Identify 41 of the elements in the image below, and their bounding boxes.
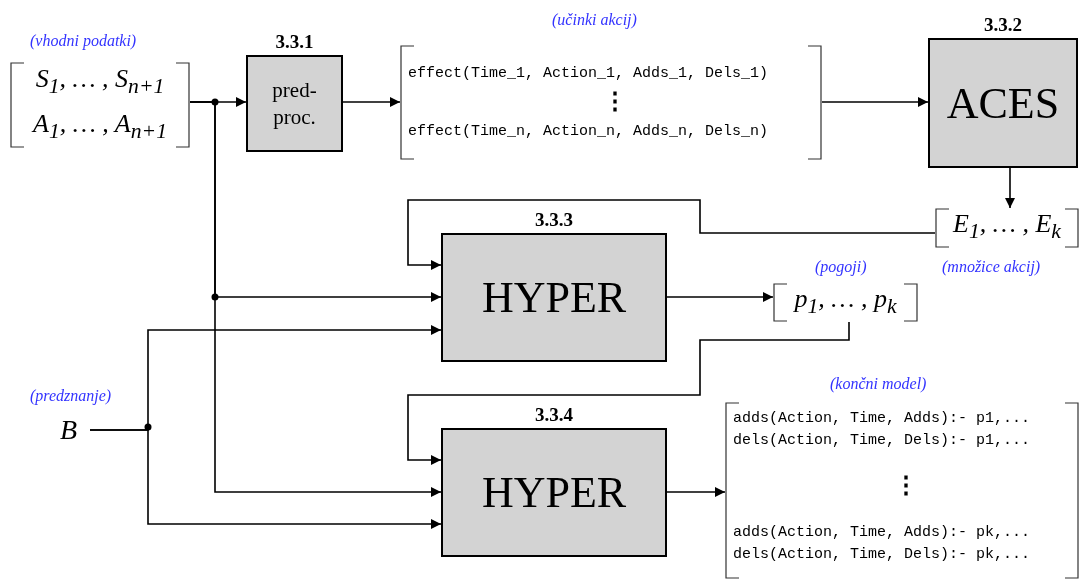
- annotation-label: (končni model): [830, 375, 927, 393]
- code-line: dels(Action, Time, Dels):- p1,...: [733, 431, 1031, 451]
- ellipsis-dots: ⋮: [894, 472, 918, 502]
- math-expression: E$_{1}$, … , E$_{k}$: [953, 208, 1061, 246]
- arrow: [666, 487, 726, 497]
- math-expression: S$_{1}$, … , S$_{n+1}$: [35, 62, 165, 100]
- code-line: adds(Action, Time, Adds):- pk,...: [733, 523, 1031, 543]
- variable-label: B: [60, 414, 90, 446]
- code-line: adds(Action, Time, Adds):- p1,...: [733, 409, 1031, 429]
- math-expression: A$_{1}$, … , A$_{n+1}$: [33, 108, 167, 146]
- bracket-list: [10, 62, 190, 148]
- section-number: 3.3.4: [534, 404, 574, 426]
- box-label: ACES: [946, 77, 1060, 129]
- box-label: pred- proc.: [271, 77, 318, 130]
- box-label: HYPER: [481, 272, 627, 323]
- section-number: 3.3.3: [534, 209, 574, 231]
- bracket-list: [935, 208, 1079, 248]
- annotation-label: (množice akcij): [942, 258, 1041, 276]
- code-line: dels(Action, Time, Dels):- pk,...: [733, 545, 1031, 565]
- arrow: [407, 321, 850, 465]
- annotation-label: (vhodni podatki): [30, 32, 137, 50]
- bracket-list: [773, 283, 918, 322]
- arrow: [342, 97, 401, 107]
- arrow: [666, 292, 774, 302]
- math-expression: p$_{1}$, … , p$_{k}$: [794, 282, 897, 321]
- arrow: [821, 97, 929, 107]
- arrow: [1005, 167, 1015, 209]
- section-number: 3.3.2: [983, 14, 1023, 36]
- arrow: [407, 199, 936, 270]
- code-line: effect(Time_n, Action_n, Adds_n, Dels_n): [408, 121, 769, 142]
- annotation-label: (predznanje): [30, 387, 112, 405]
- annotation-label: (pogoji): [815, 258, 867, 276]
- bracket-list: [725, 402, 1079, 579]
- ellipsis-dots: ⋮: [603, 87, 627, 118]
- arrow: [189, 101, 442, 497]
- annotation-label: (učinki akcij): [552, 11, 637, 29]
- section-number: 3.3.1: [274, 31, 315, 53]
- arrow: [89, 429, 442, 529]
- bracket-list: [400, 45, 822, 160]
- code-line: effect(Time_1, Action_1, Adds_1, Dels_1): [408, 63, 769, 84]
- box-label: HYPER: [481, 467, 627, 518]
